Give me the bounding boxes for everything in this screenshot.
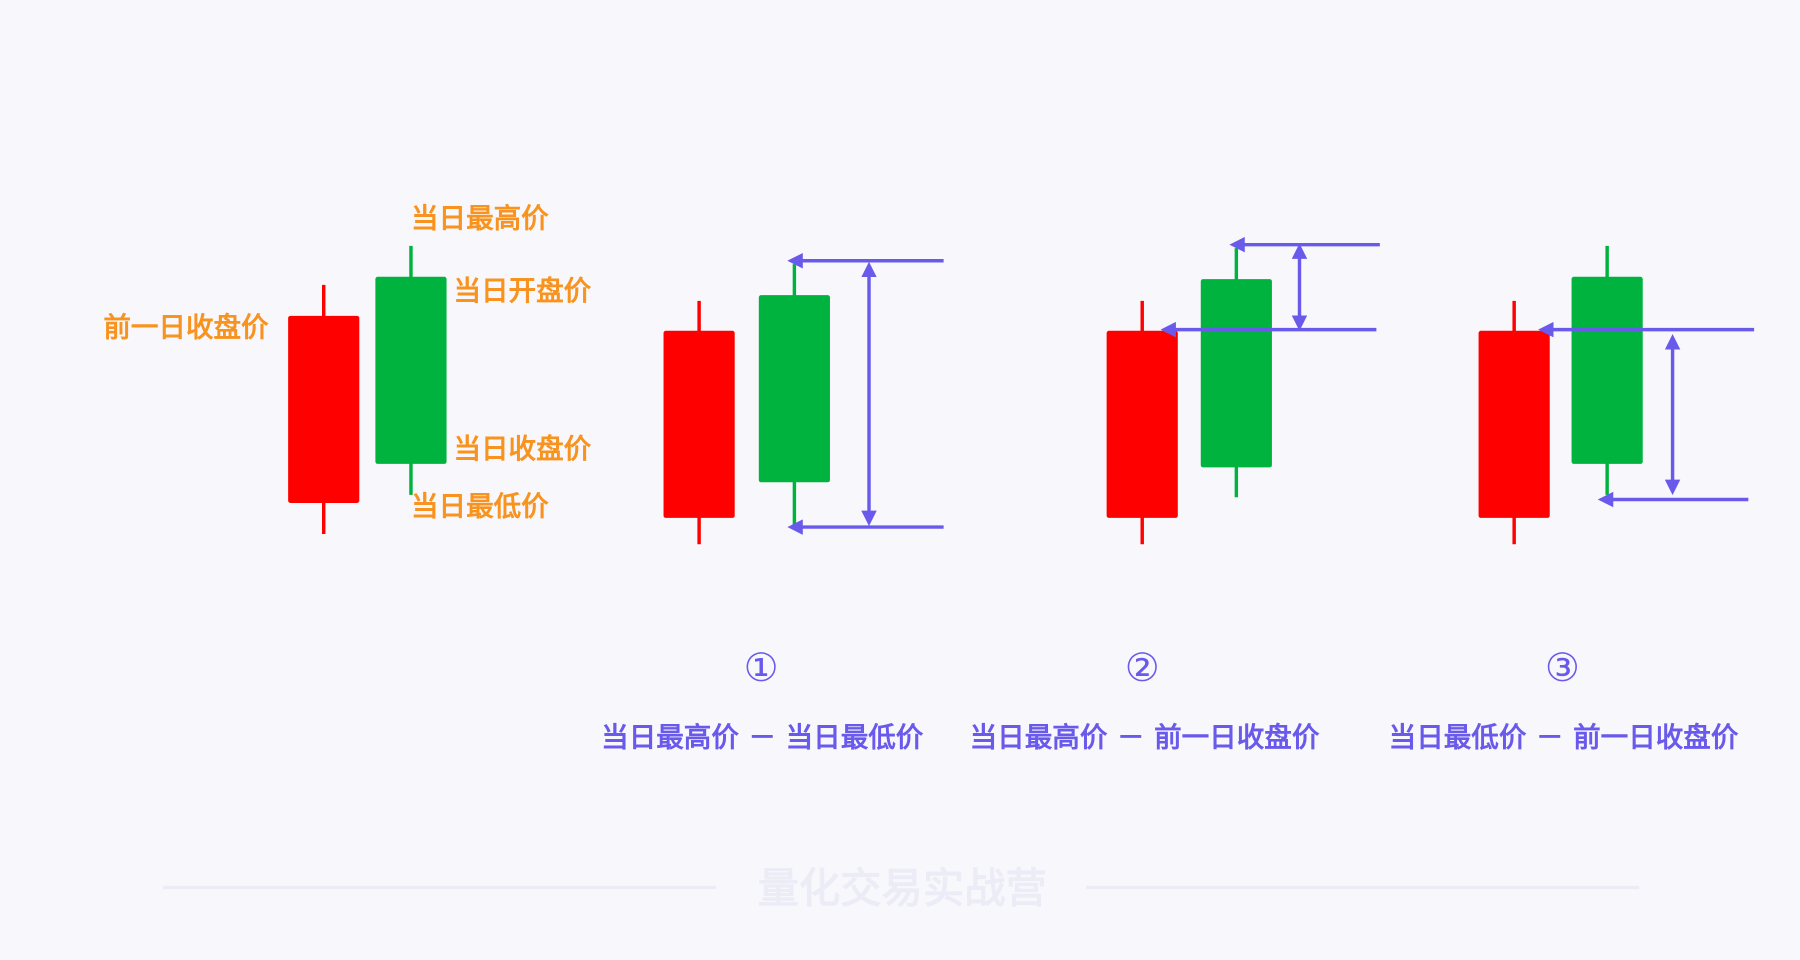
case-3-caption: 当日最低价 － 前一日收盘价 [1389, 721, 1739, 753]
case-1-caption: 当日最高价 － 当日最低价 [601, 721, 924, 753]
label-prev-close: 前一日收盘价 [103, 312, 269, 344]
candle-body [1571, 276, 1643, 464]
candle-body [375, 276, 447, 464]
case-1-number: ① [744, 646, 779, 691]
label-low: 当日最低价 [411, 491, 549, 523]
current-day-candle [758, 264, 830, 525]
label-open: 当日开盘价 [453, 275, 591, 307]
candle-body [758, 295, 830, 483]
label-close: 当日收盘价 [453, 433, 591, 465]
current-day-candle [1200, 248, 1272, 498]
prev-day-candle [1478, 300, 1550, 545]
case-3-number: ③ [1545, 646, 1580, 691]
candle-body [288, 315, 360, 503]
case-2-number: ② [1125, 646, 1160, 691]
label-high: 当日最高价 [411, 202, 549, 234]
current-day-candle [1571, 245, 1643, 495]
case-2-caption: 当日最高价 － 前一日收盘价 [970, 721, 1320, 753]
current-day-candle [375, 245, 447, 495]
candle-body [1478, 330, 1550, 518]
candle-body [663, 330, 735, 518]
prev-day-candle [288, 284, 360, 534]
candle-body [1200, 279, 1272, 468]
watermark: 量化交易实战营 [758, 864, 1047, 912]
prev-day-candle [663, 300, 735, 545]
prev-day-candle [1106, 300, 1178, 545]
candle-body [1106, 330, 1178, 518]
